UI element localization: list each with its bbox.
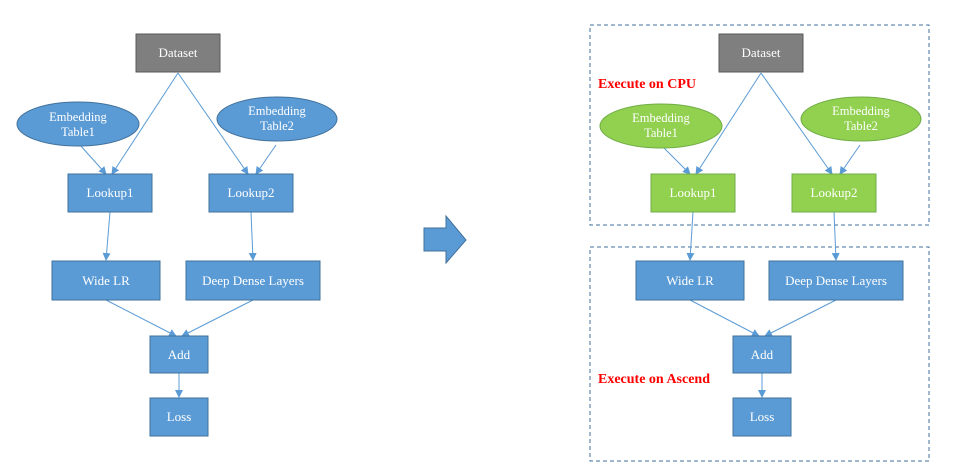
right-embedding-table2-node: Embedding Table2 <box>800 96 922 142</box>
left-edges <box>79 72 277 398</box>
edge-lookup2-deepdense <box>248 211 257 261</box>
edge-dataset-lookup1 <box>111 72 179 175</box>
right-diagram: Execute on CPU Execute on Ascend Dataset… <box>589 24 930 462</box>
left-lookup2-label: Lookup2 <box>228 185 275 200</box>
right-embedding2-line2: Table2 <box>844 119 878 133</box>
right-edges <box>662 72 861 398</box>
left-add-label: Add <box>168 347 191 362</box>
edge-widelr-add <box>105 299 177 337</box>
left-dataset-label: Dataset <box>159 45 198 60</box>
right-dataset-label: Dataset <box>742 45 781 60</box>
right-lookup1-label: Lookup1 <box>670 185 717 200</box>
left-embedding2-line1: Embedding <box>248 104 306 118</box>
ascend-region-label: Execute on Ascend <box>598 372 710 387</box>
left-deep-dense-label: Deep Dense Layers <box>202 273 304 288</box>
edge-r-dataset-lookup1 <box>695 72 762 175</box>
edge-r-embedding1-lookup1 <box>662 146 691 175</box>
left-embedding1-line2: Table1 <box>61 125 95 139</box>
right-deep-dense-node: Deep Dense Layers <box>768 260 904 301</box>
edge-dataset-lookup2 <box>177 72 249 175</box>
cpu-region-label: Execute on CPU <box>598 77 696 92</box>
edge-r-embedding2-lookup2 <box>839 144 861 175</box>
edge-deepdense-add <box>181 299 254 337</box>
edge-r-lookup2-deepdense <box>831 211 840 261</box>
right-loss-label: Loss <box>750 409 775 424</box>
right-add-node: Add <box>732 335 792 374</box>
left-embedding2-line2: Table2 <box>260 119 294 133</box>
right-embedding1-line2: Table1 <box>644 126 678 140</box>
edge-r-dataset-lookup2 <box>760 72 833 175</box>
right-embedding-table1-node: Embedding Table1 <box>599 103 723 149</box>
left-loss-node: Loss <box>149 397 209 437</box>
right-deep-dense-label: Deep Dense Layers <box>785 273 887 288</box>
right-wide-lr-node: Wide LR <box>635 260 745 301</box>
edge-r-lookup1-widelr <box>686 211 695 261</box>
edge-lookup1-widelr <box>102 211 111 261</box>
left-lookup2-node: Lookup2 <box>208 173 294 213</box>
left-wide-lr-node: Wide LR <box>51 260 161 301</box>
left-embedding-table2-node: Embedding Table2 <box>216 96 338 142</box>
right-wide-lr-label: Wide LR <box>666 273 714 288</box>
ascend-region <box>589 246 930 462</box>
left-deep-dense-node: Deep Dense Layers <box>185 260 321 301</box>
right-loss-node: Loss <box>732 397 792 437</box>
right-lookup2-label: Lookup2 <box>811 185 858 200</box>
left-lookup1-label: Lookup1 <box>87 185 134 200</box>
cpu-region <box>589 24 930 226</box>
left-lookup1-node: Lookup1 <box>67 173 153 213</box>
right-arrow-icon <box>423 214 467 265</box>
left-embedding-table1-node: Embedding Table1 <box>16 101 140 147</box>
right-embedding2-line1: Embedding <box>832 104 890 118</box>
left-dataset-node: Dataset <box>135 33 221 73</box>
edge-embedding2-lookup2 <box>255 144 277 175</box>
right-add-label: Add <box>751 347 774 362</box>
edge-embedding1-lookup1 <box>79 144 107 175</box>
edge-r-widelr-add <box>689 299 760 337</box>
left-loss-label: Loss <box>167 409 192 424</box>
right-lookup2-node: Lookup2 <box>791 173 877 213</box>
right-embedding1-line1: Embedding <box>632 111 690 125</box>
left-embedding1-line1: Embedding <box>49 110 107 124</box>
edge-r-deepdense-add <box>764 299 837 337</box>
left-add-node: Add <box>149 335 209 374</box>
right-lookup1-node: Lookup1 <box>650 173 736 213</box>
right-dataset-node: Dataset <box>718 33 804 73</box>
left-wide-lr-label: Wide LR <box>82 273 130 288</box>
left-diagram: Dataset Embedding Table1 Embedding Table… <box>16 33 338 437</box>
